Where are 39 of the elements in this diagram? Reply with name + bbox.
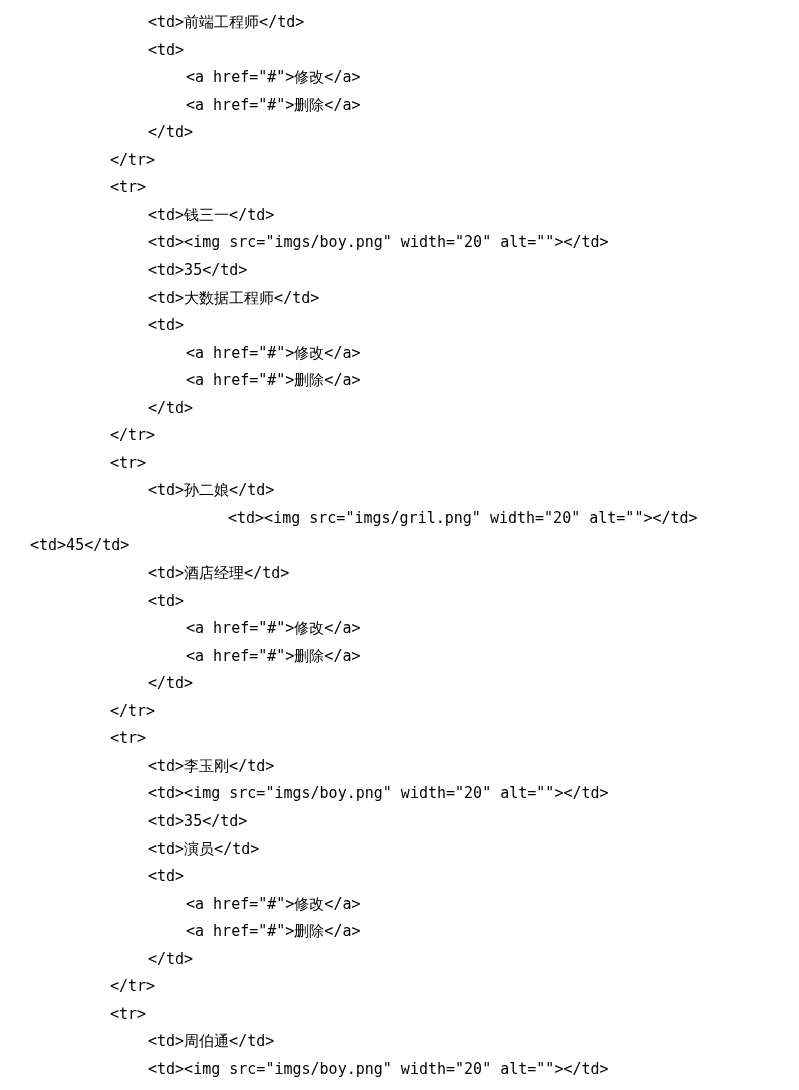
code-line: <td>35</td> xyxy=(148,810,248,831)
code-line: </td> xyxy=(148,673,194,694)
code-line: <td>酒店经理</td> xyxy=(148,563,290,583)
code-line: </tr> xyxy=(110,425,156,446)
code-line: <tr> xyxy=(110,452,147,473)
code-line: <td>孙二娘</td> xyxy=(148,480,275,501)
code-line: <a href="#">删除</a> xyxy=(186,645,361,666)
code-line: <a href="#">删除</a> xyxy=(186,370,361,391)
code-line: </td> xyxy=(148,397,194,418)
code-line: </tr> xyxy=(110,700,156,721)
code-line: <td><img src="imgs/boy.png" width="20" alt=""></td> xyxy=(148,783,609,804)
code-line: <a href="#">修改</a> xyxy=(186,893,361,914)
code-line: </td> xyxy=(148,948,194,969)
code-line: <td> xyxy=(148,315,185,336)
code-line: <tr> xyxy=(110,1003,147,1024)
code-line: <td> xyxy=(148,39,185,60)
code-line: </tr> xyxy=(110,976,156,997)
code-line: <tr> xyxy=(110,728,147,749)
code-line: <a href="#">修改</a> xyxy=(186,342,361,363)
code-line: <td> xyxy=(148,590,185,611)
code-line: <td>前端工程师</td> xyxy=(148,12,305,32)
code-line: <a href="#">删除</a> xyxy=(186,921,361,942)
code-line: <a href="#">修改</a> xyxy=(186,618,361,639)
code-line: <td>45</td> xyxy=(30,535,130,556)
code-line: <td><img src="imgs/boy.png" width="20" alt=""></td> xyxy=(148,1058,609,1079)
code-line: <td>钱三一</td> xyxy=(148,204,275,225)
code-line: <tr> xyxy=(110,177,147,198)
code-line: <td>演员</td> xyxy=(148,838,260,859)
code-line: <td>大数据工程师</td> xyxy=(148,287,320,308)
code-line: <td>周伯通</td> xyxy=(148,1031,275,1052)
code-line: <td> xyxy=(148,866,185,887)
code-line: <td>李玉刚</td> xyxy=(148,755,275,776)
code-line: <a href="#">删除</a> xyxy=(186,94,361,115)
code-line: <td><img src="imgs/boy.png" width="20" alt=""></td> xyxy=(148,232,609,253)
code-line: <td>35</td> xyxy=(148,259,248,280)
code-line: <td><img src="imgs/gril.png" width="20" alt=""></td> xyxy=(228,507,698,528)
code-line: </tr> xyxy=(110,149,156,170)
code-line: </td> xyxy=(148,122,194,143)
code-line: <a href="#">修改</a> xyxy=(186,67,361,88)
